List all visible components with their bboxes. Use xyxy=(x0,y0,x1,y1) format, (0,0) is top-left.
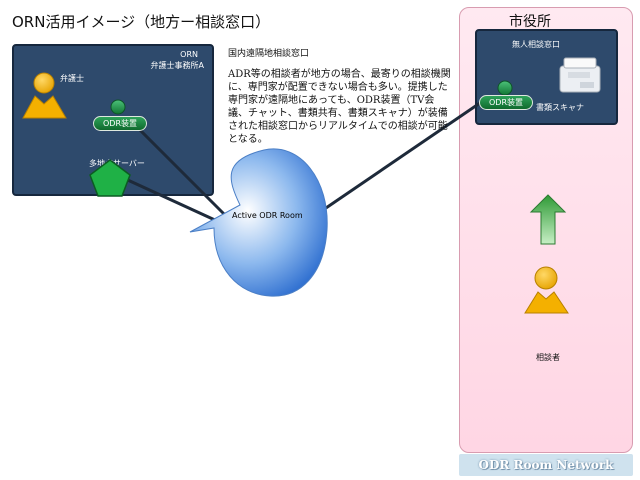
link-server-to-room xyxy=(118,174,229,228)
page-title: ORN活用イメージ（地方ー相談窓口） xyxy=(12,13,271,31)
arrow-shape xyxy=(529,194,567,245)
description-body: ADR等の相談者が地方の場合、最寄りの相談機関に、専門家が配置できない場合も多い… xyxy=(228,69,451,145)
scanner-lid xyxy=(563,57,597,69)
lawyer-label: 弁護士 xyxy=(60,74,84,83)
server-pentagon-icon xyxy=(89,159,131,197)
link-room-to-city xyxy=(322,101,481,212)
lawyer-body xyxy=(22,95,67,119)
active-odr-room-bubble xyxy=(189,148,328,297)
client-body xyxy=(524,291,569,314)
scanner-panel xyxy=(580,82,594,88)
active-odr-room-label: Active ODR Room xyxy=(232,211,303,220)
odr-device-office-figure xyxy=(110,99,126,115)
odr-device-label-city: ODR装置 xyxy=(479,95,533,110)
client-label: 相談者 xyxy=(536,353,560,362)
office-subtitle: 弁護士事務所A xyxy=(150,61,204,70)
up-arrow-icon xyxy=(529,194,567,245)
scanner-label: 書類スキャナ xyxy=(536,103,584,112)
odr-device-city-figure xyxy=(497,80,513,96)
link-odr-to-room xyxy=(132,122,230,220)
unmanned-desk-label: 無人相談窓口 xyxy=(512,40,560,49)
description-title: 国内遠隔地相談窓口 xyxy=(228,49,310,59)
network-banner: ODR Room Network xyxy=(459,454,633,476)
bubble-shape xyxy=(189,148,328,297)
connection-lines xyxy=(118,101,481,228)
multipoint-server xyxy=(89,159,131,197)
scanner-icon xyxy=(559,57,601,93)
office-name: ORN xyxy=(180,50,198,59)
city-hall-title: 市役所 xyxy=(509,14,551,30)
lawyer-head xyxy=(33,72,55,94)
client-head xyxy=(534,266,558,290)
odr-device-label-office: ODR装置 xyxy=(93,116,147,131)
server-label: 多地点サーバー xyxy=(89,159,145,168)
odr-device-city-icon xyxy=(497,80,513,96)
scanner-slot xyxy=(568,72,590,78)
odr-device-icon xyxy=(110,99,126,115)
scanner-body xyxy=(559,65,601,93)
client-figure xyxy=(524,266,569,314)
lawyer-figure xyxy=(22,72,67,119)
